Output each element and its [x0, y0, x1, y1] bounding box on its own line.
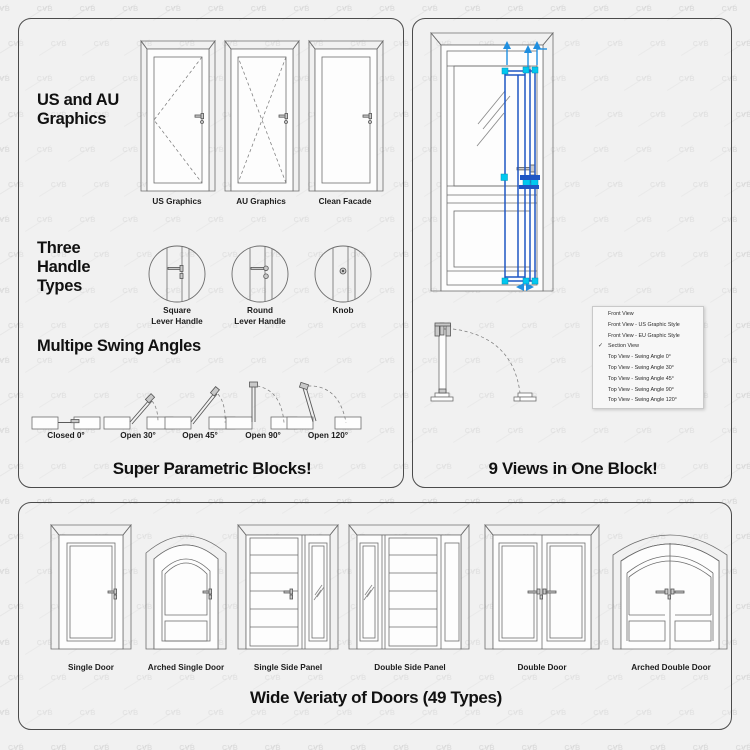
top-view-plan-group	[430, 322, 537, 402]
section-heading-us-au-graphics: US and AU Graphics	[37, 91, 119, 128]
single-side-panel-door-icon	[237, 523, 339, 650]
arched-single-door-icon	[145, 535, 227, 650]
caption-swing-120: Open 120°	[307, 431, 349, 440]
handle-types-group	[148, 245, 372, 303]
menu-item-front-view[interactable]: Front View	[593, 309, 703, 320]
check-icon: ✓	[598, 343, 604, 350]
door-plan-swing-120-icon	[286, 381, 362, 430]
single-door-icon	[50, 523, 132, 650]
double-door-icon	[484, 523, 600, 650]
menu-item-top-view-swing-angle-30[interactable]: Top View - Swing Angle 30°	[593, 363, 703, 374]
caption-us-graphics: US Graphics	[152, 197, 202, 206]
menu-item-label: Front View	[608, 311, 634, 317]
door-elevation-plain-icon	[308, 39, 384, 192]
caption-square-lever-handle: Square Lever Handle	[151, 306, 203, 326]
door-front-elevation-icon	[430, 31, 554, 292]
panel-door-variety: Single Door Arched Single Door Single Si…	[18, 502, 732, 730]
caption-swing-90: Open 90°	[245, 431, 281, 440]
section-heading-handle-types: Three Handle Types	[37, 239, 91, 295]
caption-double-side-panel: Double Side Panel	[374, 663, 446, 672]
banner-nine-views: 9 Views in One Block!	[488, 459, 658, 478]
caption-single-door: Single Door	[68, 663, 114, 672]
caption-au-graphics: AU Graphics	[236, 197, 286, 206]
menu-item-label: Front View - EU Graphic Style	[608, 332, 680, 339]
door-plan-swing-45-icon	[164, 386, 236, 430]
panel-nine-views: 9 Views in One Block!	[412, 18, 732, 488]
double-side-panel-door-icon	[348, 523, 470, 650]
section-view-selected-icon	[500, 41, 547, 291]
round-lever-handle-icon	[231, 245, 289, 303]
menu-item-top-view-swing-angle-0[interactable]: Top View - Swing Angle 0°	[593, 352, 703, 363]
caption-arched-double-door: Arched Double Door	[631, 663, 711, 672]
menu-item-section-view[interactable]: ✓ Section View	[593, 341, 703, 352]
menu-item-top-view-swing-angle-120[interactable]: Top View - Swing Angle 120°	[593, 395, 703, 406]
swing-angle-plans-group	[31, 381, 362, 430]
caption-round-lever-handle: Round Lever Handle	[234, 306, 286, 326]
menu-item-front-view-us-graphic-style[interactable]: Front View - US Graphic Style	[593, 320, 703, 331]
front-view-door-group	[430, 31, 554, 292]
door-elevation-us-swing-icon	[140, 39, 216, 192]
menu-item-top-view-swing-angle-45[interactable]: Top View - Swing Angle 45°	[593, 374, 703, 385]
menu-item-label: Top View - Swing Angle 90°	[608, 386, 674, 393]
menu-item-label: Top View - Swing Angle 45°	[608, 375, 674, 382]
menu-item-label: Section View	[608, 343, 640, 350]
door-plan-swing-30-icon	[103, 393, 174, 430]
door-plan-swing-0-icon	[31, 416, 101, 430]
caption-swing-0: Closed 0°	[47, 431, 85, 440]
arched-double-door-icon	[612, 534, 728, 650]
caption-double-door: Double Door	[517, 663, 567, 672]
banner-super-parametric-blocks: Super Parametric Blocks!	[112, 459, 312, 478]
caption-swing-45: Open 45°	[182, 431, 218, 440]
door-elevation-au-swing-icon	[224, 39, 300, 192]
section-heading-swing-angles: Multipe Swing Angles	[37, 337, 201, 355]
menu-item-label: Top View - Swing Angle 30°	[608, 364, 674, 371]
caption-arched-single-door: Arched Single Door	[147, 663, 225, 672]
caption-single-side-panel: Single Side Panel	[253, 663, 323, 672]
door-types-group	[50, 523, 728, 650]
door-plan-swing-90-icon	[225, 381, 298, 430]
knob-handle-icon	[314, 245, 372, 303]
caption-clean-facade: Clean Facade	[318, 197, 372, 206]
menu-item-top-view-swing-angle-90[interactable]: Top View - Swing Angle 90°	[593, 385, 703, 396]
door-plan-open-90-icon	[430, 322, 537, 402]
caption-swing-30: Open 30°	[120, 431, 156, 440]
door-elevations-group	[140, 39, 384, 192]
menu-item-label: Top View - Swing Angle 120°	[608, 397, 677, 404]
menu-item-front-view-eu-graphic-style[interactable]: Front View - EU Graphic Style	[593, 331, 703, 342]
square-lever-handle-icon	[148, 245, 206, 303]
caption-knob: Knob	[332, 306, 354, 315]
menu-item-label: Top View - Swing Angle 0°	[608, 354, 671, 361]
menu-item-label: Front View - US Graphic Style	[608, 321, 680, 328]
banner-wide-variety: Wide Veriaty of Doors (49 Types)	[250, 688, 502, 707]
panel-us-au-graphics: US and AU Graphics	[18, 18, 404, 488]
